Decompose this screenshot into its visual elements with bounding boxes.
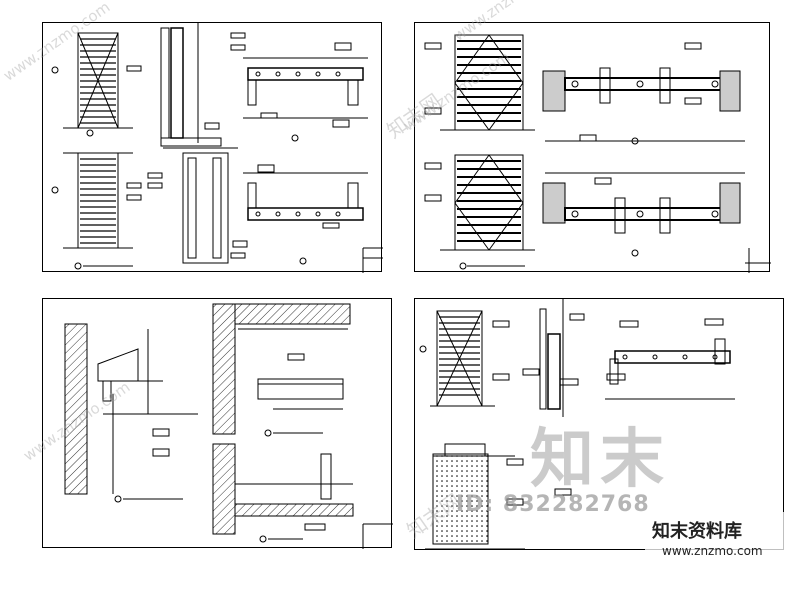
sheet-3-drawing — [64, 303, 393, 549]
sheet-1-drawing — [51, 23, 383, 273]
brand-url: www.znzmo.com — [662, 544, 763, 558]
sheet-2-drawing — [424, 34, 771, 273]
brand-name: 知末资料库 — [652, 521, 742, 542]
drawing-sheet-3 — [42, 298, 393, 549]
drawing-sheet-1 — [42, 22, 383, 273]
sheet-4-drawing — [419, 299, 735, 550]
brand-box — [645, 512, 795, 564]
drawing-sheet-2 — [414, 22, 771, 273]
drawing-sheet-4 — [414, 298, 784, 550]
